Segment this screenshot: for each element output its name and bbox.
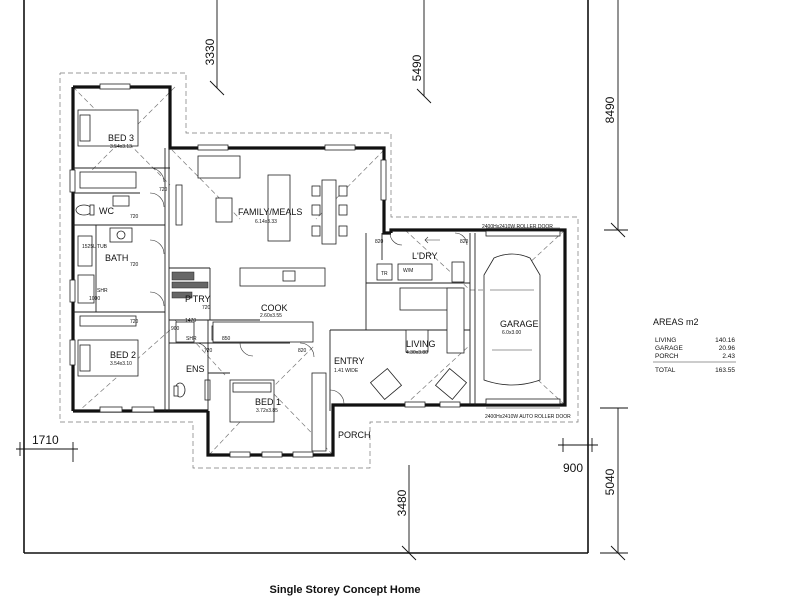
ldry-label: L'DRY [412, 251, 438, 261]
door-720-b: 720 [130, 262, 139, 268]
area-row-3-value: 2.43 [722, 353, 735, 360]
dim-1710: 1710 [32, 433, 59, 447]
area-row-1-label: LIVING [655, 337, 676, 344]
exterior-walls [71, 85, 567, 457]
windows [69, 83, 461, 458]
bed3-label: BED 3 [108, 133, 134, 143]
furniture [75, 109, 561, 452]
dim-5490: 5490 [410, 54, 424, 81]
bed2-size: 3.54x3.10 [110, 361, 132, 367]
door-850: 850 [222, 336, 231, 342]
roller-door-bottom-label: 2400Hx2410W AUTO ROLLER DOOR [485, 414, 571, 420]
dim-3330: 3330 [203, 38, 217, 65]
garage-size: 6.0x3.00 [502, 330, 521, 336]
bed3-size: 3.54x3.13 [110, 144, 132, 150]
door-820-c: 820 [298, 348, 307, 354]
door-720-d: 720 [202, 305, 211, 311]
area-row-2-value: 20.96 [719, 345, 736, 352]
ens-shower-label: SHR [186, 336, 197, 342]
family-size: 6.14x3.33 [255, 219, 277, 225]
areas-title: AREAS m2 [653, 317, 699, 327]
ens-width: 1470 [185, 318, 196, 324]
cook-label: COOK [261, 303, 288, 313]
doors [149, 167, 468, 405]
area-row-1-value: 140.16 [715, 337, 735, 344]
bath-shower-width: 1000 [89, 296, 100, 302]
bed2-label: BED 2 [110, 350, 136, 360]
door-820-a: 820 [375, 239, 384, 245]
ptry-label: P'TRY [185, 294, 211, 304]
area-total-value: 163.55 [715, 367, 735, 374]
area-row-2-label: GARAGE [655, 345, 683, 352]
door-820-b: 820 [460, 239, 469, 245]
dim-3480: 3480 [395, 489, 409, 516]
dim-8490: 8490 [603, 96, 617, 123]
tub-label: 1525L TUB [82, 244, 108, 250]
interior-walls [73, 148, 476, 411]
room-labels: BED 3 3.54x3.13 FAMILY/MEALS 6.14x3.33 W… [99, 133, 539, 440]
wm-label: W/M [403, 268, 413, 274]
door-900: 900 [171, 326, 180, 332]
plan-caption: Single Storey Concept Home [269, 584, 421, 596]
area-row-3-label: PORCH [655, 353, 679, 360]
bath-label: BATH [105, 253, 128, 263]
bed1-size: 3.72x3.85 [256, 408, 278, 414]
family-label: FAMILY/MEALS [238, 207, 302, 217]
living-size: 4.30x3.80 [406, 350, 428, 356]
dimension-labels: 3330 5490 8490 1710 900 3480 5040 [32, 38, 617, 516]
door-720-c: 720 [130, 319, 139, 325]
dim-900: 900 [563, 461, 583, 475]
tr-label: TR [381, 271, 388, 277]
eaves-outline [59, 72, 579, 469]
property-boundary [23, 0, 589, 554]
wc-label: WC [99, 206, 114, 216]
roller-door-top-label: 2400Hx2410W ROLLER DOOR [482, 224, 553, 230]
areas-table: AREAS m2 LIVING 140.16 GARAGE 20.96 PORC… [653, 317, 736, 374]
door-720-e: 720 [204, 348, 213, 354]
dimension-lines [16, 0, 628, 561]
ens-label: ENS [186, 364, 205, 374]
bed1-label: BED 1 [255, 397, 281, 407]
door-720-f: 720 [159, 187, 168, 193]
garage-label: GARAGE [500, 319, 539, 329]
dim-5040: 5040 [603, 468, 617, 495]
door-720-a: 720 [130, 214, 139, 220]
area-total-label: TOTAL [655, 367, 676, 374]
annotation-labels: 2400Hx2410W ROLLER DOOR 2400Hx2410W AUTO… [82, 187, 571, 420]
living-label: LIVING [406, 339, 436, 349]
entry-size: 1.41 WIDE [334, 368, 359, 374]
porch-label: PORCH [338, 430, 371, 440]
cook-size: 2.60x3.55 [260, 313, 282, 319]
entry-label: ENTRY [334, 356, 364, 366]
bath-shower-label: SHR [97, 288, 108, 294]
